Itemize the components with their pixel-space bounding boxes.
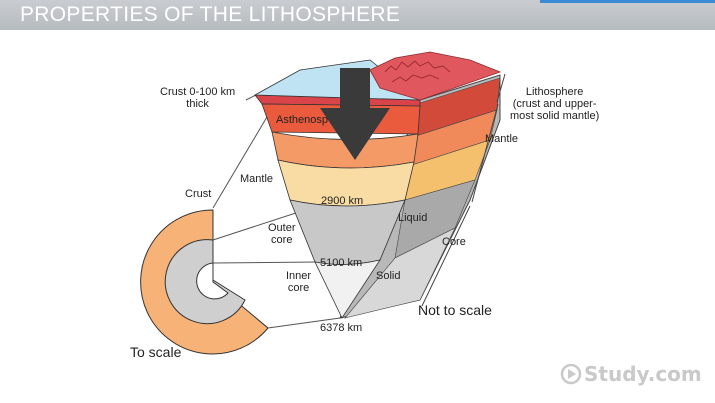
continent-surface — [369, 51, 502, 101]
depth-5100-label: 5100 km — [320, 257, 363, 269]
earth-wedge — [253, 51, 506, 319]
layer-inner-core — [314, 259, 381, 319]
lithosphere-bracket — [496, 73, 506, 103]
solid-label: Solid — [376, 270, 401, 282]
lithosphere-line2: (crust and upper- — [512, 98, 597, 110]
lithosphere-line1: Lithosphere — [525, 86, 584, 98]
outer-core-label: Outer core — [268, 222, 296, 246]
core-bracket — [421, 205, 471, 307]
play-circle-icon — [560, 363, 582, 385]
crust-thickness-line1: Crust 0-100 km — [160, 86, 236, 98]
inner-core-label: Inner core — [286, 270, 311, 294]
outer-core-line2: core — [271, 234, 293, 246]
mantle-left-label: Mantle — [240, 173, 274, 185]
core-label: Core — [442, 236, 466, 248]
liquid-label: Liquid — [398, 212, 428, 224]
asthenosphere-label: Asthenosp — [276, 114, 328, 126]
watermark-text: Study.com — [584, 362, 702, 386]
depth-2900-label: 2900 km — [321, 195, 364, 207]
outer-core-line1: Outer — [268, 222, 296, 234]
to-scale-label: To scale — [130, 344, 182, 360]
crust-thickness-label: Crust 0-100 km thick — [160, 86, 235, 110]
page-title: PROPERTIES OF THE LITHOSPHERE — [20, 3, 401, 26]
mantle-right-label: Mantle — [485, 133, 519, 145]
inner-core-line2: core — [287, 282, 310, 294]
mountain-ridges — [384, 60, 451, 83]
crust-label: Crust — [185, 188, 212, 200]
inner-core-line1: Inner — [286, 270, 312, 282]
side-band-inner-core — [344, 227, 456, 319]
title-bar: PROPERTIES OF THE LITHOSPHERE — [0, 0, 715, 30]
crust-thickness-line2: thick — [186, 98, 209, 110]
scale-inner-core — [196, 262, 229, 300]
mantle-bracket — [471, 103, 499, 203]
lithosphere-line3: most solid mantle) — [510, 110, 600, 122]
depth-6378-label: 6378 km — [320, 322, 363, 334]
to-scale-cross-section — [140, 209, 269, 355]
down-arrow-icon — [320, 68, 390, 160]
not-to-scale-label: Not to scale — [418, 302, 492, 318]
title-accent — [540, 0, 715, 3]
lithosphere-label: Lithosphere (crust and upper- most solid… — [510, 86, 599, 122]
